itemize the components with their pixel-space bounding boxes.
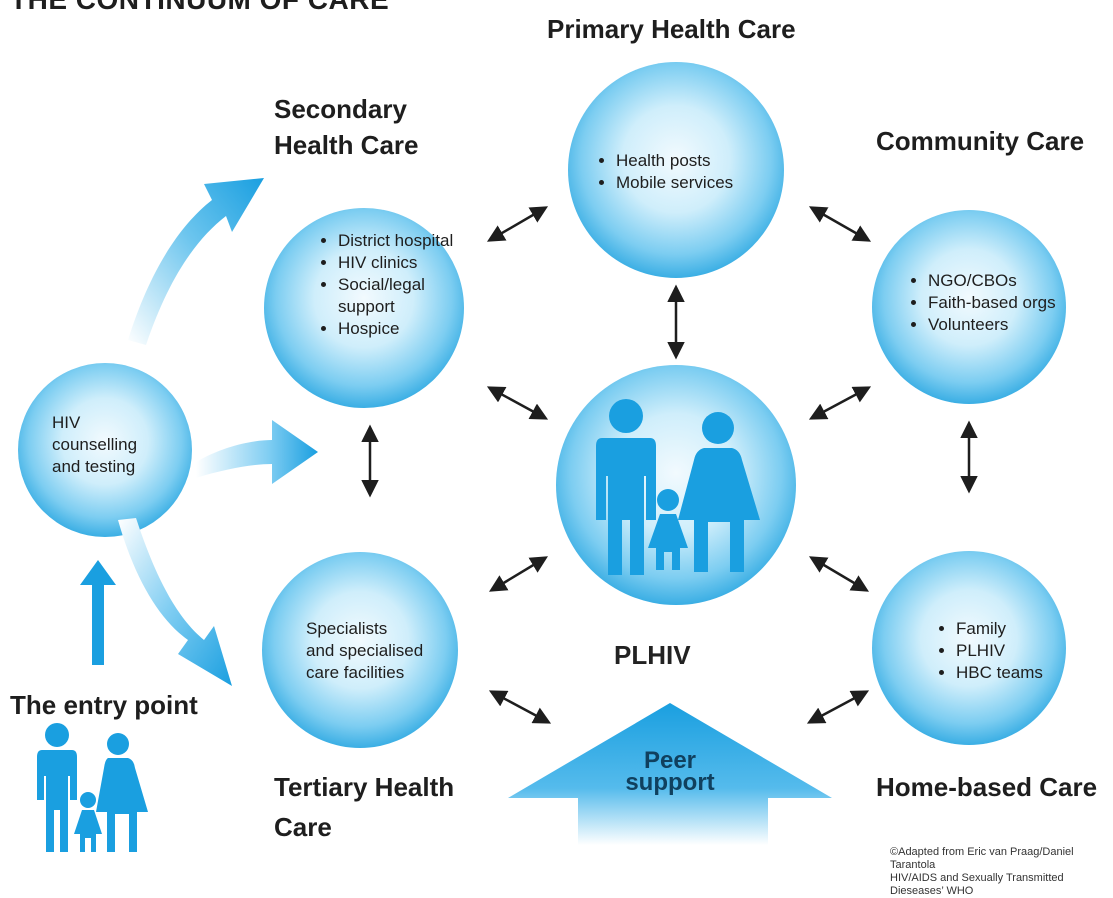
continuum-diagram: THE CONTINUUM OF CARE Primary Health Car… — [0, 0, 1113, 872]
arrow-to-tertiary — [118, 518, 232, 686]
arrow-to-secondary — [128, 178, 264, 345]
entry-circle-text: HIV counselling and testing — [52, 413, 138, 476]
community-circle — [872, 210, 1066, 404]
secondary-circle — [264, 208, 464, 408]
peer-support-label: Peer support — [625, 747, 715, 796]
conn-community-center — [808, 386, 872, 420]
conn-tertiary-center — [489, 556, 548, 592]
credit-note: ©Adapted from Eric van Praag/Daniel Tara… — [890, 846, 1074, 897]
conn-tertiary-peer — [488, 690, 552, 724]
primary-heading: Primary Health Care — [547, 14, 796, 44]
list-item: Volunteers — [928, 314, 1056, 336]
primary-list: Health posts Mobile services — [594, 150, 733, 194]
list-item: NGO/CBOs — [928, 270, 1056, 292]
list-item: Family — [956, 618, 1043, 640]
entry-family-icon — [37, 723, 148, 852]
list-item: District hospital — [338, 230, 478, 252]
list-item: HIV clinics — [338, 252, 478, 274]
entry-up-arrow — [80, 560, 116, 665]
home-circle — [872, 551, 1066, 745]
peer-support-arrow — [508, 703, 832, 845]
secondary-heading-line2: Health Care — [274, 130, 419, 160]
tertiary-heading-line2: Care — [274, 812, 332, 842]
conn-home-center — [808, 556, 870, 592]
conn-secondary-primary — [486, 206, 549, 242]
list-item: HBC teams — [956, 662, 1043, 684]
entry-circle — [18, 363, 192, 537]
primary-circle — [568, 62, 784, 278]
home-list: Family PLHIV HBC teams — [934, 618, 1043, 684]
family-icon — [596, 399, 760, 575]
list-item: Mobile services — [616, 172, 733, 194]
list-item: PLHIV — [956, 640, 1043, 662]
diagram-graphics — [18, 62, 1066, 852]
conn-home-peer — [806, 690, 870, 724]
secondary-list: District hospital HIV clinics Social/leg… — [316, 230, 478, 340]
arrow-to-center-left — [196, 420, 318, 484]
tertiary-circle — [262, 552, 458, 748]
conn-secondary-center — [486, 386, 549, 420]
list-item: Health posts — [616, 150, 733, 172]
home-heading: Home-based Care — [876, 772, 1098, 802]
center-label: PLHIV — [614, 640, 691, 670]
entry-point-label: The entry point — [10, 690, 198, 720]
conn-primary-community — [808, 206, 872, 242]
tertiary-circle-text: Specialists and specialised care facilit… — [306, 619, 424, 682]
community-heading: Community Care — [876, 126, 1085, 156]
tertiary-heading-line1: Tertiary Health — [274, 772, 455, 802]
list-item: Faith-based orgs — [928, 292, 1056, 314]
list-item: Hospice — [338, 318, 478, 340]
list-item: Social/legal support — [338, 274, 478, 318]
community-list: NGO/CBOs Faith-based orgs Volunteers — [906, 270, 1056, 336]
connectors — [361, 206, 978, 724]
diagram-title: THE CONTINUUM OF CARE — [10, 0, 389, 16]
secondary-heading-line1: Secondary — [274, 94, 407, 124]
